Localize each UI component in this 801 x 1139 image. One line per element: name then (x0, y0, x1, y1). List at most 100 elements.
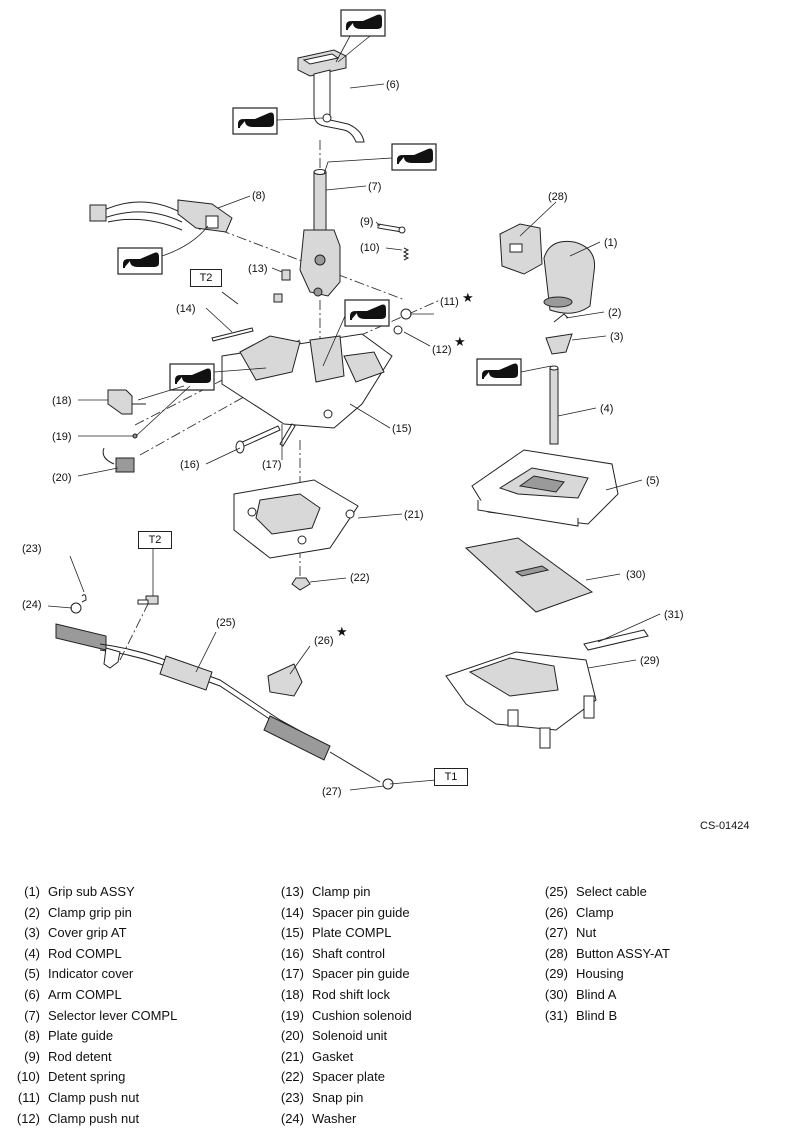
legend-item-name: Spacer pin guide (312, 904, 410, 920)
legend-item-number: (26) (544, 904, 568, 920)
callout-5: (5) (646, 475, 659, 487)
part-rod-compl (549, 365, 559, 445)
legend-item-number: (23) (280, 1089, 304, 1105)
part-clamp (267, 663, 303, 697)
callout-labels: (1) (2) (3) (4) (5) (6) (7) (8) (9) (10)… (22, 79, 684, 798)
callout-19: (19) (52, 431, 72, 443)
legend-item-name: Clamp grip pin (48, 904, 132, 920)
callout-3: (3) (610, 331, 623, 343)
part-grip-sub-assy (543, 240, 596, 314)
legend-item-name: Detent spring (48, 1069, 126, 1085)
callout-6: (6) (386, 79, 399, 91)
legend-item-number: (18) (280, 986, 304, 1002)
callout-15: (15) (392, 423, 412, 435)
callout-13: (13) (248, 263, 268, 275)
part-snap-pin (81, 594, 87, 603)
legend-item-name: Clamp push nut (48, 1110, 140, 1126)
legend-item-number: (16) (280, 945, 304, 961)
callout-10: (10) (360, 242, 380, 254)
part-solenoid-unit (102, 447, 135, 473)
part-shaft-control (235, 425, 281, 454)
grease-icon-4 (117, 247, 163, 275)
part-spacer-plate (291, 577, 311, 591)
legend-item-number: (29) (544, 966, 568, 982)
callout-26: (26) (314, 635, 334, 647)
legend-item-name: Blind B (576, 1007, 618, 1023)
part-selector-lever (299, 169, 341, 297)
legend-item-number: (9) (24, 1048, 40, 1064)
legend-item-number: (28) (544, 945, 568, 961)
star-11: ★ (462, 290, 474, 305)
grease-icon-5 (344, 299, 390, 327)
callout-25: (25) (216, 617, 236, 629)
star-12: ★ (454, 334, 466, 349)
part-clamp-push-nut-12 (393, 325, 403, 335)
tool-label-t1: T1 (434, 768, 468, 786)
star-marks: ★ ★ ★ (336, 290, 474, 639)
part-detent-spring (402, 247, 410, 261)
callout-27: (27) (322, 786, 342, 798)
part-clamp-push-nut-11 (400, 308, 412, 320)
legend-item-name: Clamp push nut (48, 1089, 140, 1105)
legend-item-number: (8) (24, 1028, 40, 1044)
callout-24: (24) (22, 599, 42, 611)
legend-item-name: Clamp pin (312, 884, 371, 899)
callout-8: (8) (252, 190, 265, 202)
leader-lines (47, 83, 661, 791)
part-blind-b (583, 629, 649, 651)
legend-item-number: (1) (24, 884, 40, 899)
legend-item-name: Clamp (576, 904, 614, 920)
callout-12: (12) (432, 344, 452, 356)
part-housing (445, 651, 597, 749)
legend-item-name: Cushion solenoid (312, 1007, 412, 1023)
legend-item-number: (13) (280, 884, 304, 899)
part-arm-compl (297, 49, 365, 143)
legend-item-name: Indicator cover (48, 966, 134, 982)
callout-22: (22) (350, 572, 370, 584)
legend-item-number: (17) (280, 966, 304, 982)
legend-item-name: Spacer plate (312, 1069, 385, 1085)
part-rod-detent (377, 223, 406, 234)
part-button-assy-at (499, 223, 543, 275)
part-indicator-cover (471, 449, 619, 527)
legend-item-number: (6) (24, 986, 40, 1002)
grease-icon-7 (476, 358, 522, 386)
legend-item-name: Gasket (312, 1048, 354, 1064)
legend-item-name: Plate COMPL (312, 925, 392, 941)
legend-item-number: (7) (24, 1007, 40, 1023)
legend-item-number: (27) (544, 925, 568, 941)
grease-icon-6 (169, 363, 215, 391)
exploded-parts-diagram: (1) (2) (3) (4) (5) (6) (7) (8) (9) (10)… (22, 9, 684, 798)
legend-item-number: (12) (16, 1110, 40, 1126)
legend-item-name: Grip sub ASSY (48, 884, 135, 899)
legend-item-name: Nut (576, 925, 597, 941)
legend-item-name: Button ASSY-AT (576, 945, 670, 961)
callout-17: (17) (262, 459, 282, 471)
tool-label-t2-lower: T2 (138, 531, 172, 549)
part-gasket (233, 479, 359, 559)
grease-icons (117, 9, 552, 437)
callout-11: (11) (440, 296, 459, 308)
grease-icon-3 (391, 143, 437, 171)
legend-item-number: (11) (17, 1089, 40, 1105)
legend-item-number: (22) (280, 1069, 304, 1085)
grease-icon-1 (340, 9, 386, 37)
legend-item-number: (3) (24, 925, 40, 941)
callout-23: (23) (22, 543, 42, 555)
legend-item-name: Rod shift lock (312, 986, 391, 1002)
callout-9: (9) (360, 216, 373, 228)
part-plate-guide (89, 199, 233, 233)
legend-item-number: (5) (24, 966, 40, 982)
legend-item-number: (2) (24, 904, 40, 920)
legend-item-number: (30) (544, 986, 568, 1002)
callout-21: (21) (404, 509, 424, 521)
callout-29: (29) (640, 655, 660, 667)
part-spacer-pin-guide-14 (211, 293, 283, 342)
part-cable-bolt (137, 595, 159, 605)
figure-code: CS-01424 (700, 820, 750, 832)
legend-item-name: Housing (576, 966, 624, 982)
callout-30: (30) (626, 569, 646, 581)
legend-item-name: Rod detent (48, 1048, 112, 1064)
legend-item-name: Solenoid unit (312, 1028, 388, 1044)
legend-item-number: (25) (544, 884, 568, 899)
